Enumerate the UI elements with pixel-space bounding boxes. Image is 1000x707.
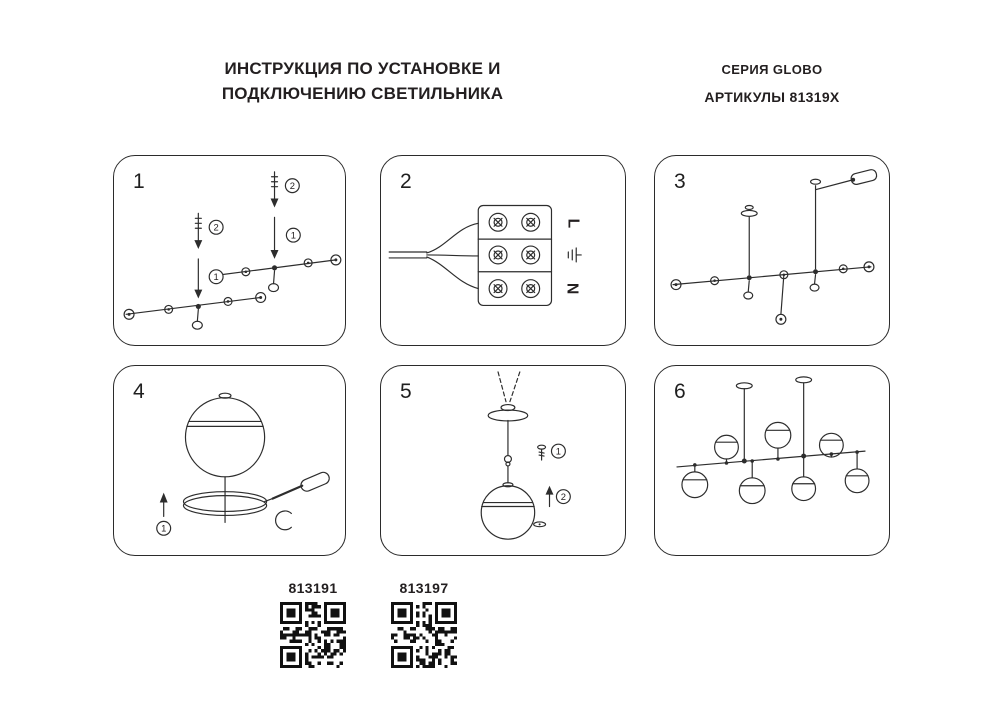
series-label: СЕРИЯ GLOBO xyxy=(721,62,823,77)
svg-text:2: 2 xyxy=(214,222,219,233)
panel-2-drawing: L N xyxy=(388,204,582,307)
svg-text:1: 1 xyxy=(161,523,166,534)
pendant-sphere xyxy=(480,485,536,540)
panel-number: 3 xyxy=(674,170,686,193)
step-2-badge: 2 xyxy=(284,178,300,194)
mounting-ring xyxy=(182,491,268,517)
panel-3-drawing xyxy=(670,169,878,325)
step-1-badge: 1 xyxy=(550,443,566,459)
ceiling-canopy xyxy=(487,403,529,422)
ceiling-wires xyxy=(497,371,521,403)
panel-5: 5 xyxy=(380,365,626,556)
svg-text:2: 2 xyxy=(561,491,566,502)
finished-chandelier xyxy=(676,376,870,505)
panel-3: 3 xyxy=(654,155,890,346)
panel-number: 2 xyxy=(400,170,412,193)
pendant-rod xyxy=(502,419,514,488)
chandelier-arm-upper xyxy=(209,171,342,293)
panel-number: 6 xyxy=(674,380,686,403)
screw-icon xyxy=(537,444,547,461)
panel-4: 4 1 xyxy=(113,365,346,556)
neutral-label: N xyxy=(563,283,580,294)
qr-label: 813197 xyxy=(399,580,449,596)
cable-wires xyxy=(388,222,479,290)
line-label: L xyxy=(564,218,581,228)
panel-1-drawing: 2 1 2 1 xyxy=(123,171,342,330)
panel-2: 2 xyxy=(380,155,626,346)
qr-label: 813191 xyxy=(288,580,338,596)
qr-code xyxy=(280,602,346,668)
page-title: ИНСТРУКЦИЯ ПО УСТАНОВКЕ И ПОДКЛЮЧЕНИЮ СВ… xyxy=(165,57,560,106)
step-2-badge: 2 xyxy=(555,489,571,505)
up-arrow xyxy=(545,485,554,508)
assembled-chandelier xyxy=(670,169,878,325)
qr-code xyxy=(391,602,457,668)
step-1-badge: 1 xyxy=(208,269,224,285)
retaining-clip-icon xyxy=(275,510,292,531)
panel-4-drawing: 1 xyxy=(156,392,330,536)
svg-text:1: 1 xyxy=(556,446,561,457)
panel-6-drawing xyxy=(676,376,870,505)
panel-6: 6 xyxy=(654,365,890,556)
step-2-badge: 2 xyxy=(208,219,224,235)
panel-number: 1 xyxy=(133,170,145,193)
screwdriver-icon xyxy=(264,471,330,503)
panel-5-drawing: 1 2 xyxy=(480,371,571,540)
up-arrow xyxy=(159,492,168,518)
step-1-badge: 1 xyxy=(156,520,172,536)
series-block: СЕРИЯ GLOBO АРТИКУЛЫ 81319X xyxy=(652,62,892,105)
chandelier-arm-lower xyxy=(123,212,267,330)
svg-text:2: 2 xyxy=(290,180,295,191)
panel-number: 5 xyxy=(400,380,412,403)
terminal-block xyxy=(477,204,553,307)
page-title-line1: ИНСТРУКЦИЯ ПО УСТАНОВКЕ И xyxy=(224,59,501,78)
earth-icon xyxy=(567,247,582,263)
svg-text:1: 1 xyxy=(291,230,296,241)
articles-label: АРТИКУЛЫ 81319X xyxy=(704,89,840,105)
svg-text:1: 1 xyxy=(214,271,219,282)
page-title-line2: ПОДКЛЮЧЕНИЮ СВЕТИЛЬНИКА xyxy=(221,83,504,103)
washer-icon xyxy=(533,521,547,528)
panel-number: 4 xyxy=(133,380,145,403)
panel-1: 1 xyxy=(113,155,346,346)
step-1-badge: 1 xyxy=(285,227,301,243)
globe-shade xyxy=(184,392,266,523)
